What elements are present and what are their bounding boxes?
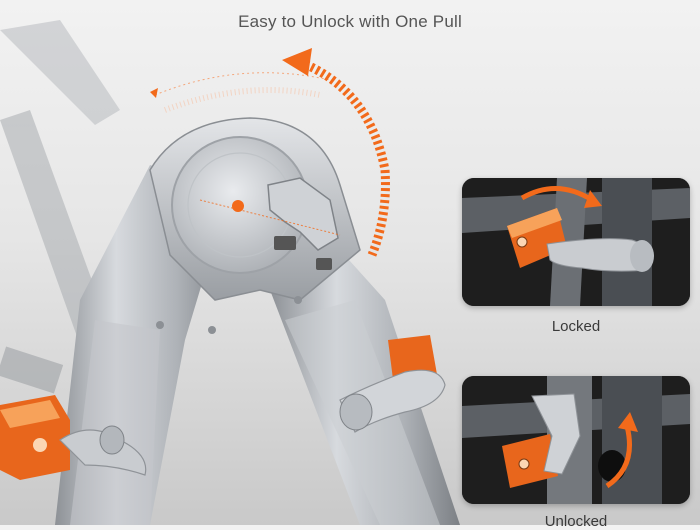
upward-arrow-icon [605,425,632,489]
right-lock-handle [339,335,446,433]
clockwise-arrow-icon [520,186,594,203]
rotation-scale [154,72,341,236]
hinge-joint [149,117,361,334]
locked-caption: Locked [551,318,601,335]
locked-detail-panel [462,178,690,306]
spring-1 [274,236,296,250]
unlocked-closeup [462,376,690,504]
background-ladder [0,20,120,394]
left-lock-handle [0,395,147,480]
unlocked-caption: Unlocked [544,513,608,530]
locked-closeup [462,178,690,306]
spring-2 [316,258,332,270]
unlocked-detail-panel [462,376,690,504]
pivot-dot [232,200,244,212]
rotation-arrow-icon [150,48,390,257]
headline: Easy to Unlock with One Pull [238,12,462,31]
